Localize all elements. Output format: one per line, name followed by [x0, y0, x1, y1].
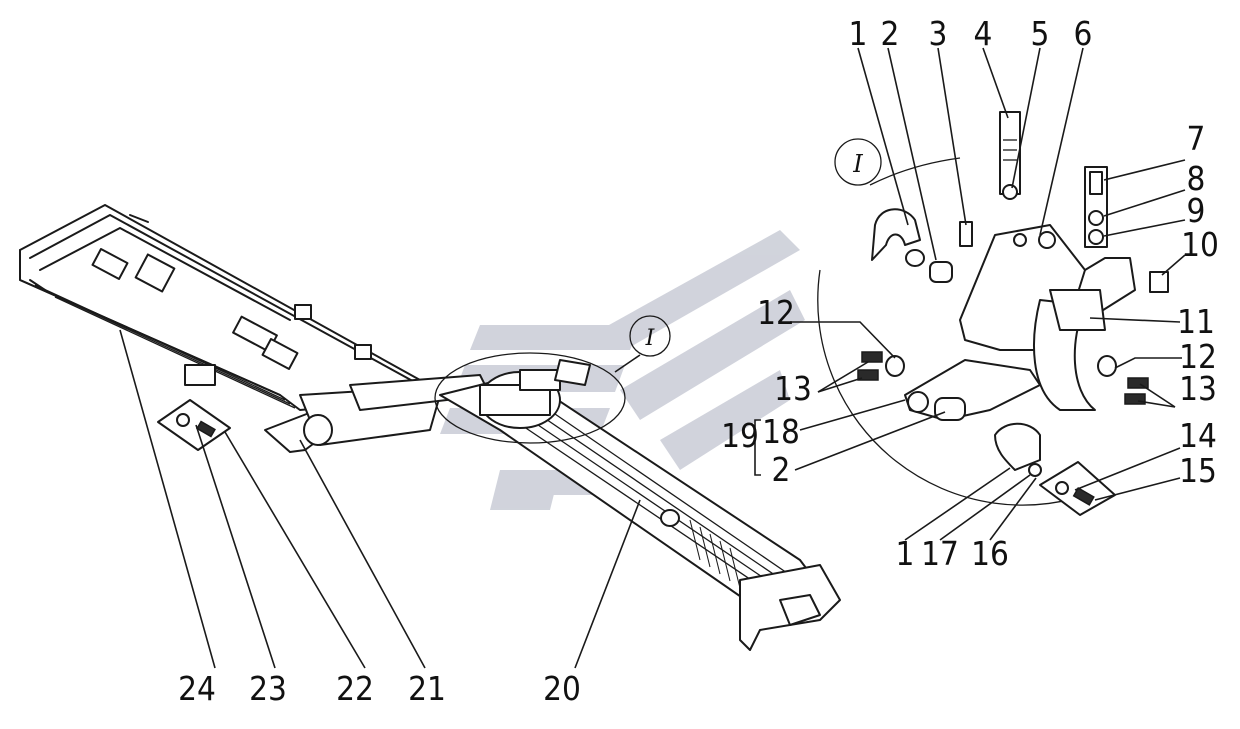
detail-marker-top: I	[834, 138, 882, 186]
leader-lines	[119, 47, 1186, 669]
callout-13-right: 13	[1179, 369, 1217, 408]
detail-view-I	[817, 111, 1169, 516]
callout-6: 6	[1074, 14, 1093, 53]
callout-11: 11	[1177, 302, 1215, 341]
callout-10: 10	[1181, 225, 1219, 264]
callout-17: 17	[921, 534, 959, 573]
callout-5: 5	[1031, 14, 1050, 53]
callout-23: 23	[249, 669, 287, 708]
callout-labels: 1 2 3 4 5 6 7 8 9 10 11 12 12 13 13 14 1…	[178, 14, 1219, 708]
callout-22: 22	[336, 669, 374, 708]
leaf-spring-assembly	[434, 352, 841, 651]
frame-assembly	[19, 204, 491, 453]
callout-14: 14	[1179, 416, 1217, 455]
callout-12-right: 12	[1179, 337, 1217, 376]
detail-marker-spring: I	[614, 315, 671, 373]
callout-20: 20	[543, 669, 581, 708]
callout-2-top: 2	[881, 14, 900, 53]
callout-2-lower: 2	[772, 450, 791, 489]
callout-13-left: 13	[774, 369, 812, 408]
plate-with-bolt-22-23	[157, 399, 231, 451]
detail-marker-top-text: I	[852, 150, 863, 178]
callout-18: 18	[762, 412, 800, 451]
callout-4: 4	[974, 14, 993, 53]
callout-16: 16	[971, 534, 1009, 573]
callout-21: 21	[408, 669, 446, 708]
callout-1-top: 1	[849, 14, 868, 53]
callout-12-left: 12	[757, 293, 795, 332]
callout-9: 9	[1187, 191, 1206, 230]
callout-3: 3	[929, 14, 948, 53]
callout-24: 24	[178, 669, 216, 708]
detail-marker-spring-text: I	[645, 326, 656, 351]
callout-1-lower: 1	[896, 534, 915, 573]
callout-7: 7	[1187, 119, 1206, 158]
callout-19: 19	[721, 416, 759, 455]
callout-8: 8	[1187, 159, 1206, 198]
callout-15: 15	[1179, 451, 1217, 490]
